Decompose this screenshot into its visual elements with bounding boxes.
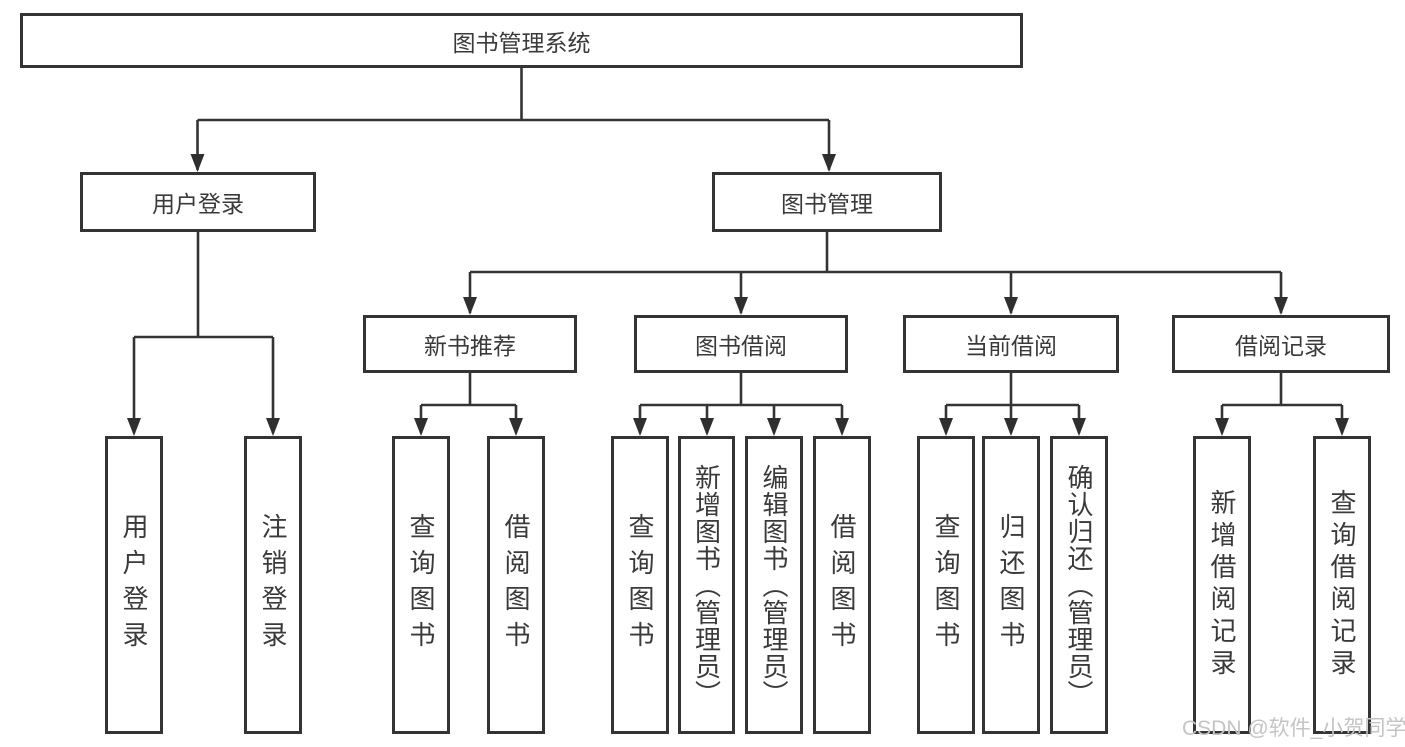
node-current-borrowing-label: 当前借阅 <box>965 333 1057 359</box>
leaf-logout: 注销登录 <box>244 436 302 734</box>
leaf-query-books-1: 查询图书 <box>392 436 450 734</box>
leaf-confirm-return-admin: 确认归还（管理员） <box>1050 436 1108 734</box>
leaf-return-books: 归还图书 <box>982 436 1040 734</box>
leaf-borrow-books-1: 借阅图书 <box>487 436 545 734</box>
leaf-query-books-2: 查询图书 <box>611 436 669 734</box>
node-borrow-records: 借阅记录 <box>1172 315 1390 373</box>
leaf-return-books-label: 归还图书 <box>996 513 1026 657</box>
leaf-confirm-return-admin-label: 确认归还（管理员） <box>1064 463 1094 707</box>
node-new-book-recommend: 新书推荐 <box>363 315 577 373</box>
leaf-logout-label: 注销登录 <box>258 513 288 657</box>
leaf-edit-books-admin: 编辑图书（管理员） <box>745 436 803 734</box>
node-new-book-recommend-label: 新书推荐 <box>424 333 516 359</box>
leaf-user-login: 用户登录 <box>105 436 163 734</box>
edge-lines <box>132 68 1344 433</box>
leaf-edit-books-admin-label: 编辑图书（管理员） <box>759 463 789 707</box>
node-book-management: 图书管理 <box>712 172 942 232</box>
node-current-borrowing: 当前借阅 <box>903 315 1119 373</box>
leaf-borrow-books-2: 借阅图书 <box>813 436 871 734</box>
leaf-query-books-3-label: 查询图书 <box>931 513 961 657</box>
leaf-query-borrow-record: 查询借阅记录 <box>1313 436 1371 734</box>
node-root: 图书管理系统 <box>20 13 1023 68</box>
leaf-query-books-3: 查询图书 <box>917 436 975 734</box>
leaf-user-login-label: 用户登录 <box>119 513 149 657</box>
node-user-login: 用户登录 <box>80 172 316 232</box>
leaf-borrow-books-2-label: 借阅图书 <box>827 513 857 657</box>
leaf-query-books-1-label: 查询图书 <box>406 513 436 657</box>
leaf-add-books-admin: 新增图书（管理员） <box>678 436 735 734</box>
leaf-query-books-2-label: 查询图书 <box>625 513 655 657</box>
leaf-query-borrow-record-label: 查询借阅记录 <box>1327 489 1357 681</box>
leaf-add-borrow-record: 新增借阅记录 <box>1193 436 1251 734</box>
edge-arrowheads <box>127 154 1349 436</box>
node-user-login-label: 用户登录 <box>152 191 244 217</box>
node-book-borrowing-label: 图书借阅 <box>695 333 787 359</box>
node-borrow-records-label: 借阅记录 <box>1235 333 1327 359</box>
leaf-add-borrow-record-label: 新增借阅记录 <box>1207 489 1237 681</box>
node-root-label: 图书管理系统 <box>452 29 591 56</box>
node-book-borrowing: 图书借阅 <box>634 315 848 373</box>
watermark: CSDN @软件_小贺同学 <box>1182 717 1405 740</box>
leaf-borrow-books-1-label: 借阅图书 <box>501 513 531 657</box>
leaf-add-books-admin-label: 新增图书（管理员） <box>691 463 722 707</box>
node-book-management-label: 图书管理 <box>781 191 873 217</box>
